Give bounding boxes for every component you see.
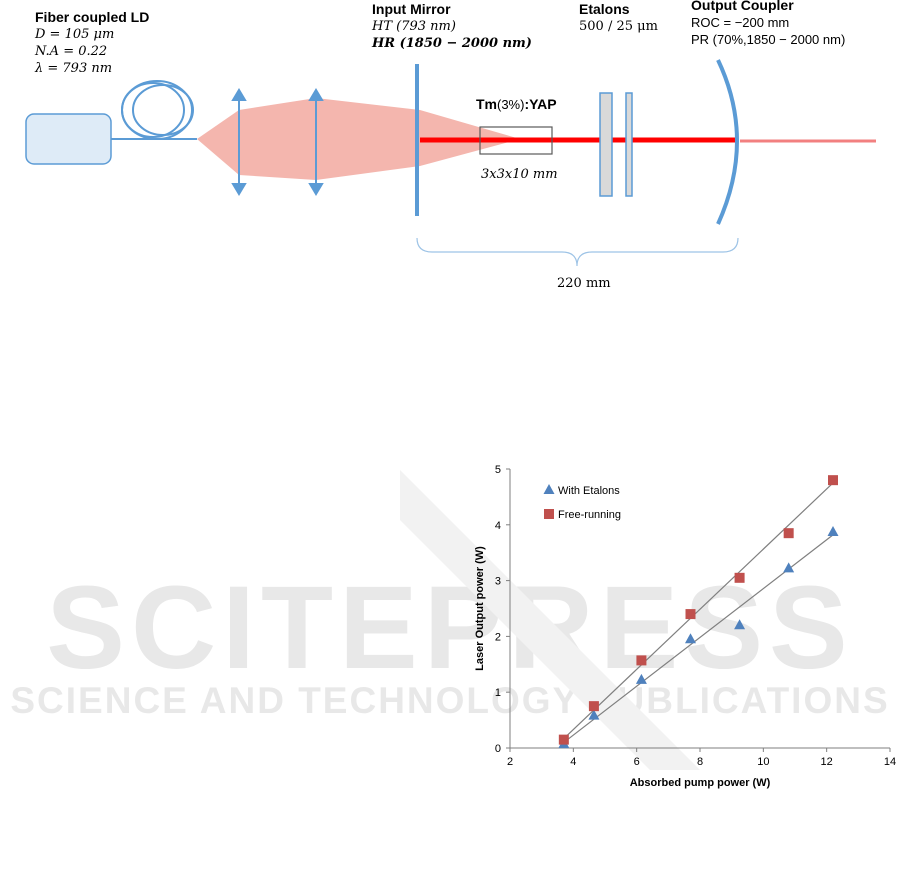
data-point-square	[558, 734, 569, 745]
focusing-lens	[308, 88, 324, 196]
x-tick-label: 2	[507, 756, 513, 768]
x-tick-label: 4	[570, 756, 576, 768]
data-point-square	[783, 528, 794, 539]
y-tick-label: 3	[495, 576, 501, 588]
source-param-na: N.A = 0.22	[35, 44, 108, 59]
etalons-title: Etalons	[579, 1, 630, 17]
fit-line-0	[563, 534, 834, 743]
crystal-doping: (3%)	[497, 97, 525, 112]
output-coupler	[716, 59, 739, 225]
input-mirror-hr: HR (1850 − 2000 nm)	[372, 36, 532, 51]
chart-fit-lines	[563, 482, 834, 743]
data-point-triangle	[783, 562, 795, 573]
cavity-length-brace	[416, 237, 739, 267]
input-mirror-title: Input Mirror	[372, 1, 451, 17]
data-point-square	[636, 655, 647, 666]
input-mirror-ht: HT (793 nm)	[372, 19, 456, 34]
chart-x-axis-label: Absorbed pump power (W)	[630, 777, 771, 789]
data-point-square	[828, 475, 838, 486]
data-point-square	[588, 701, 599, 712]
y-tick-label: 4	[495, 520, 501, 532]
crystal-size: 3x3x10 mm	[481, 167, 558, 182]
x-tick-label: 14	[884, 756, 896, 768]
output-coupler-title: Output Coupler	[691, 0, 794, 13]
source-param-wavelength: λ = 793 nm	[35, 61, 113, 76]
crystal-label: Tm(3%):YAP	[476, 96, 557, 114]
etalon-thick	[599, 92, 613, 197]
data-point-square	[734, 572, 745, 583]
data-point-triangle	[734, 619, 746, 630]
output-coupler-roc: ROC = −200 mm	[691, 15, 790, 30]
crystal	[479, 126, 553, 155]
x-tick-label: 12	[821, 756, 833, 768]
output-coupler-pr: PR (70%,1850 − 2000 nm)	[691, 32, 846, 47]
optical-setup-diagram	[25, 59, 876, 267]
etalon-thin	[625, 92, 633, 197]
data-point-triangle	[827, 526, 839, 537]
y-tick-label: 5	[495, 464, 501, 476]
source-title: Fiber coupled LD	[35, 9, 150, 25]
fit-line-1	[563, 482, 834, 739]
etalons-spec: 500 / 25 μm	[579, 19, 658, 34]
etalons-label: Etalons 500 / 25 μm	[579, 1, 658, 35]
data-point-square	[685, 609, 696, 620]
cavity-length-label: 220 mm	[557, 276, 611, 291]
source-param-diameter: D = 105 μm	[35, 27, 115, 42]
collimating-lens	[231, 88, 247, 196]
x-tick-label: 6	[634, 756, 640, 768]
crystal-name-prefix: Tm	[476, 96, 497, 112]
fiber-coil	[121, 80, 194, 140]
source-label: Fiber coupled LD D = 105 μm N.A = 0.22 λ…	[35, 9, 149, 77]
legend-marker-0	[543, 484, 555, 494]
pump-beam	[197, 98, 520, 180]
legend-label-1: Free-running	[558, 509, 621, 521]
chart-y-axis-label: Laser Output power (W)	[474, 546, 486, 671]
legend-label-0: With Etalons	[558, 485, 620, 497]
data-point-triangle	[685, 633, 696, 644]
chart-points	[558, 475, 839, 749]
data-point-triangle	[588, 709, 600, 720]
input-mirror-label: Input Mirror HT (793 nm) HR (1850 − 2000…	[372, 1, 532, 52]
x-tick-label: 8	[697, 756, 703, 768]
legend-marker-1	[544, 509, 554, 519]
output-coupler-label: Output Coupler ROC = −200 mm PR (70%,185…	[691, 0, 845, 48]
crystal-name-suffix: :YAP	[524, 96, 557, 112]
y-tick-label: 1	[495, 687, 501, 699]
data-point-triangle	[635, 673, 647, 684]
y-tick-label: 0	[495, 743, 501, 755]
y-tick-label: 2	[495, 631, 501, 643]
x-tick-label: 10	[757, 756, 769, 768]
